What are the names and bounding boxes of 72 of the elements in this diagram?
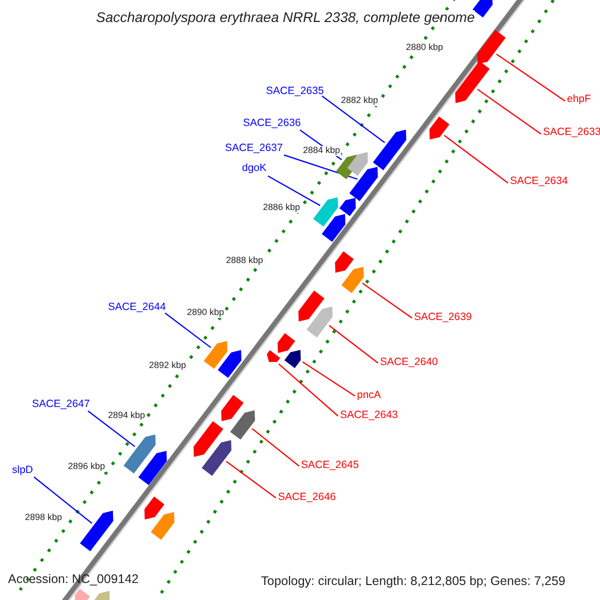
gene-feature bbox=[313, 197, 338, 227]
gene-label: SACE_2635 bbox=[266, 86, 324, 98]
tick-label: 2898 kbp bbox=[24, 513, 64, 523]
tick-label: 2882 kbp bbox=[340, 96, 380, 106]
gene-feature bbox=[194, 421, 224, 457]
gene-feature bbox=[124, 434, 156, 474]
gene-feature bbox=[429, 116, 450, 140]
gene-feature bbox=[230, 410, 256, 440]
gene-feature bbox=[221, 394, 244, 422]
gene-feature bbox=[372, 130, 406, 170]
gene-feature bbox=[74, 588, 90, 600]
leader-line bbox=[34, 476, 92, 524]
gene-feature bbox=[455, 60, 490, 104]
gene-feature bbox=[477, 30, 506, 64]
leader-line bbox=[164, 312, 212, 348]
leader-line bbox=[252, 428, 300, 466]
leader-line bbox=[496, 54, 566, 102]
gene-label: slpD bbox=[12, 465, 34, 477]
gene-feature bbox=[144, 496, 164, 520]
leader-line bbox=[328, 325, 378, 364]
tick-label: 2892 kbp bbox=[148, 361, 188, 371]
gene-feature bbox=[218, 350, 242, 378]
tick-label: 2886 kbp bbox=[262, 203, 302, 213]
gene-label: SACE_2634 bbox=[510, 176, 568, 188]
leader-line bbox=[322, 96, 386, 144]
gene-feature bbox=[349, 166, 378, 202]
gene-feature bbox=[204, 341, 228, 369]
tick-label: 2880 kbp bbox=[405, 43, 444, 53]
tick-label: 2884 kbp bbox=[302, 146, 342, 156]
gene-feature bbox=[138, 450, 167, 486]
gene-label: SACE_2639 bbox=[414, 312, 472, 324]
gene-feature bbox=[341, 266, 364, 294]
gene-label: SACE_2643 bbox=[340, 410, 398, 422]
tick-label: 2888 kbp bbox=[225, 256, 264, 266]
gene-feature bbox=[80, 510, 114, 552]
gene-label: SACE_2647 bbox=[32, 399, 90, 411]
gene-feature bbox=[306, 306, 333, 338]
gene-feature bbox=[284, 350, 301, 368]
gene-label: SACE_2644 bbox=[108, 302, 166, 314]
tick-label: 2894 kbp bbox=[107, 411, 146, 421]
gene-feature bbox=[347, 152, 368, 176]
gene-feature bbox=[472, 0, 493, 18]
gene-feature bbox=[278, 333, 296, 353]
leader-line bbox=[268, 175, 320, 206]
leader-line bbox=[88, 410, 136, 448]
leader-line bbox=[362, 282, 412, 318]
gene-feature bbox=[266, 350, 280, 362]
gene-label: SACE_2633 bbox=[543, 127, 600, 139]
tick-label: 2896 kbp bbox=[67, 462, 106, 472]
gene-label: dgoK bbox=[242, 163, 267, 175]
gene-feature bbox=[298, 290, 324, 322]
gene-label: SACE_2640 bbox=[380, 357, 438, 369]
gene-feature bbox=[335, 251, 354, 273]
leader-line bbox=[226, 460, 276, 498]
gene-label: SACE_2646 bbox=[278, 492, 336, 504]
leader-line bbox=[444, 134, 508, 184]
leader-line bbox=[278, 363, 338, 416]
leader-line bbox=[284, 154, 358, 180]
leader-line bbox=[477, 88, 542, 134]
title: Saccharopolyspora erythraea NRRL 2338, complete genome bbox=[96, 10, 475, 26]
gene-label: SACE_2645 bbox=[301, 460, 359, 472]
gene-feature bbox=[93, 590, 110, 600]
gene-label: SACE_2637 bbox=[225, 143, 283, 155]
gene-label: ehpF bbox=[567, 94, 591, 106]
gene-feature bbox=[202, 440, 232, 476]
tick-label: 2890 kbp bbox=[186, 308, 226, 318]
gene-feature bbox=[150, 512, 174, 540]
gene-label: pncA bbox=[357, 390, 381, 402]
gene-label: SACE_2636 bbox=[243, 118, 301, 130]
leader-line bbox=[302, 361, 356, 396]
gene-feature bbox=[322, 214, 346, 242]
genome-info-text: Topology: circular; Length: 8,212,805 bp; Genes: 7,259 bbox=[261, 575, 566, 589]
